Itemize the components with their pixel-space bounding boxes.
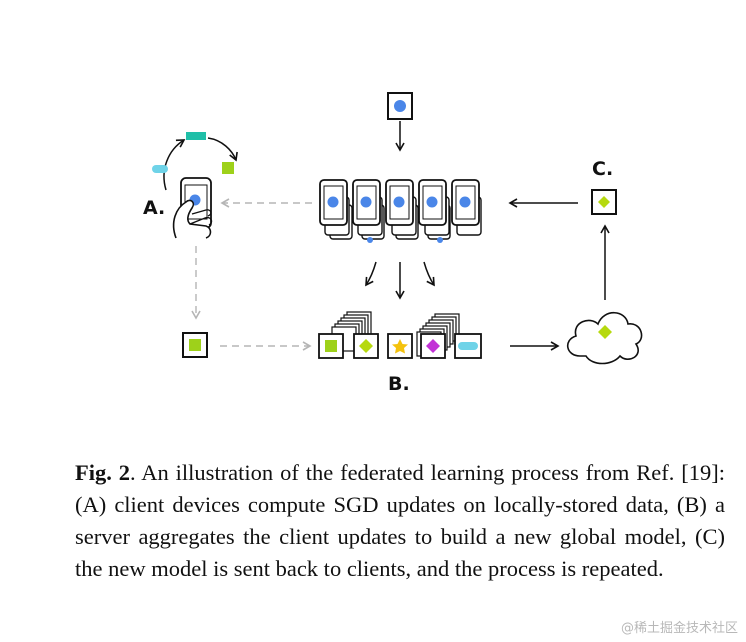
figure-caption: Fig. 2. An illustration of the federated…: [75, 457, 725, 585]
label-c: C.: [592, 158, 613, 180]
global-model-box: [387, 92, 413, 120]
cloud-server-icon: [567, 311, 643, 365]
client-update-box: [182, 332, 208, 358]
aggregation-row: [318, 311, 482, 359]
device-fleet: [319, 179, 482, 243]
label-a: A.: [143, 197, 165, 219]
federated-learning-diagram: B. C. A.: [143, 92, 643, 395]
arrows-to-aggregation: [365, 261, 435, 300]
client-phone-in-hand-icon: [172, 177, 213, 239]
figure-label: Fig. 2: [75, 460, 131, 485]
watermark: @稀土掘金技术社区: [620, 621, 738, 636]
caption-text: . An illustration of the federated learn…: [75, 460, 725, 581]
local-update-cycle: [152, 132, 238, 191]
label-b: B.: [388, 373, 410, 395]
new-model-box: [591, 189, 617, 215]
